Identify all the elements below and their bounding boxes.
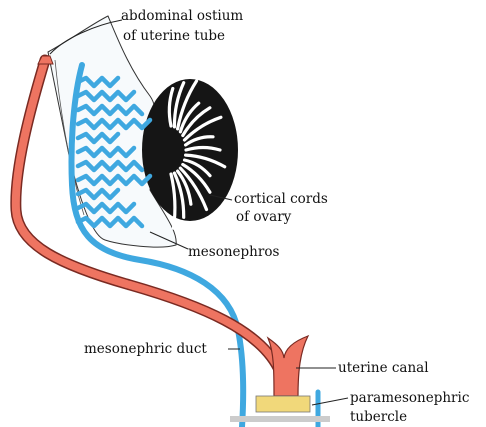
label-abdominal-ostium-line1: abdominal ostium bbox=[121, 8, 243, 24]
label-cortical-cords-line1: cortical cords bbox=[234, 191, 328, 207]
paramesonephric-tubercle bbox=[256, 396, 310, 412]
uterine-canal bbox=[268, 336, 308, 396]
label-uterine-canal: uterine canal bbox=[338, 360, 429, 376]
label-cortical-cords-line2: of ovary bbox=[236, 209, 292, 225]
abdominal-ostium bbox=[38, 56, 53, 64]
label-paramesonephric-line1: paramesonephric bbox=[350, 390, 469, 406]
label-mesonephric-duct: mesonephric duct bbox=[84, 341, 207, 357]
label-abdominal-ostium-line2: of uterine tube bbox=[123, 28, 225, 44]
label-paramesonephric-line2: tubercle bbox=[350, 409, 407, 425]
label-mesonephros: mesonephros bbox=[188, 244, 279, 260]
